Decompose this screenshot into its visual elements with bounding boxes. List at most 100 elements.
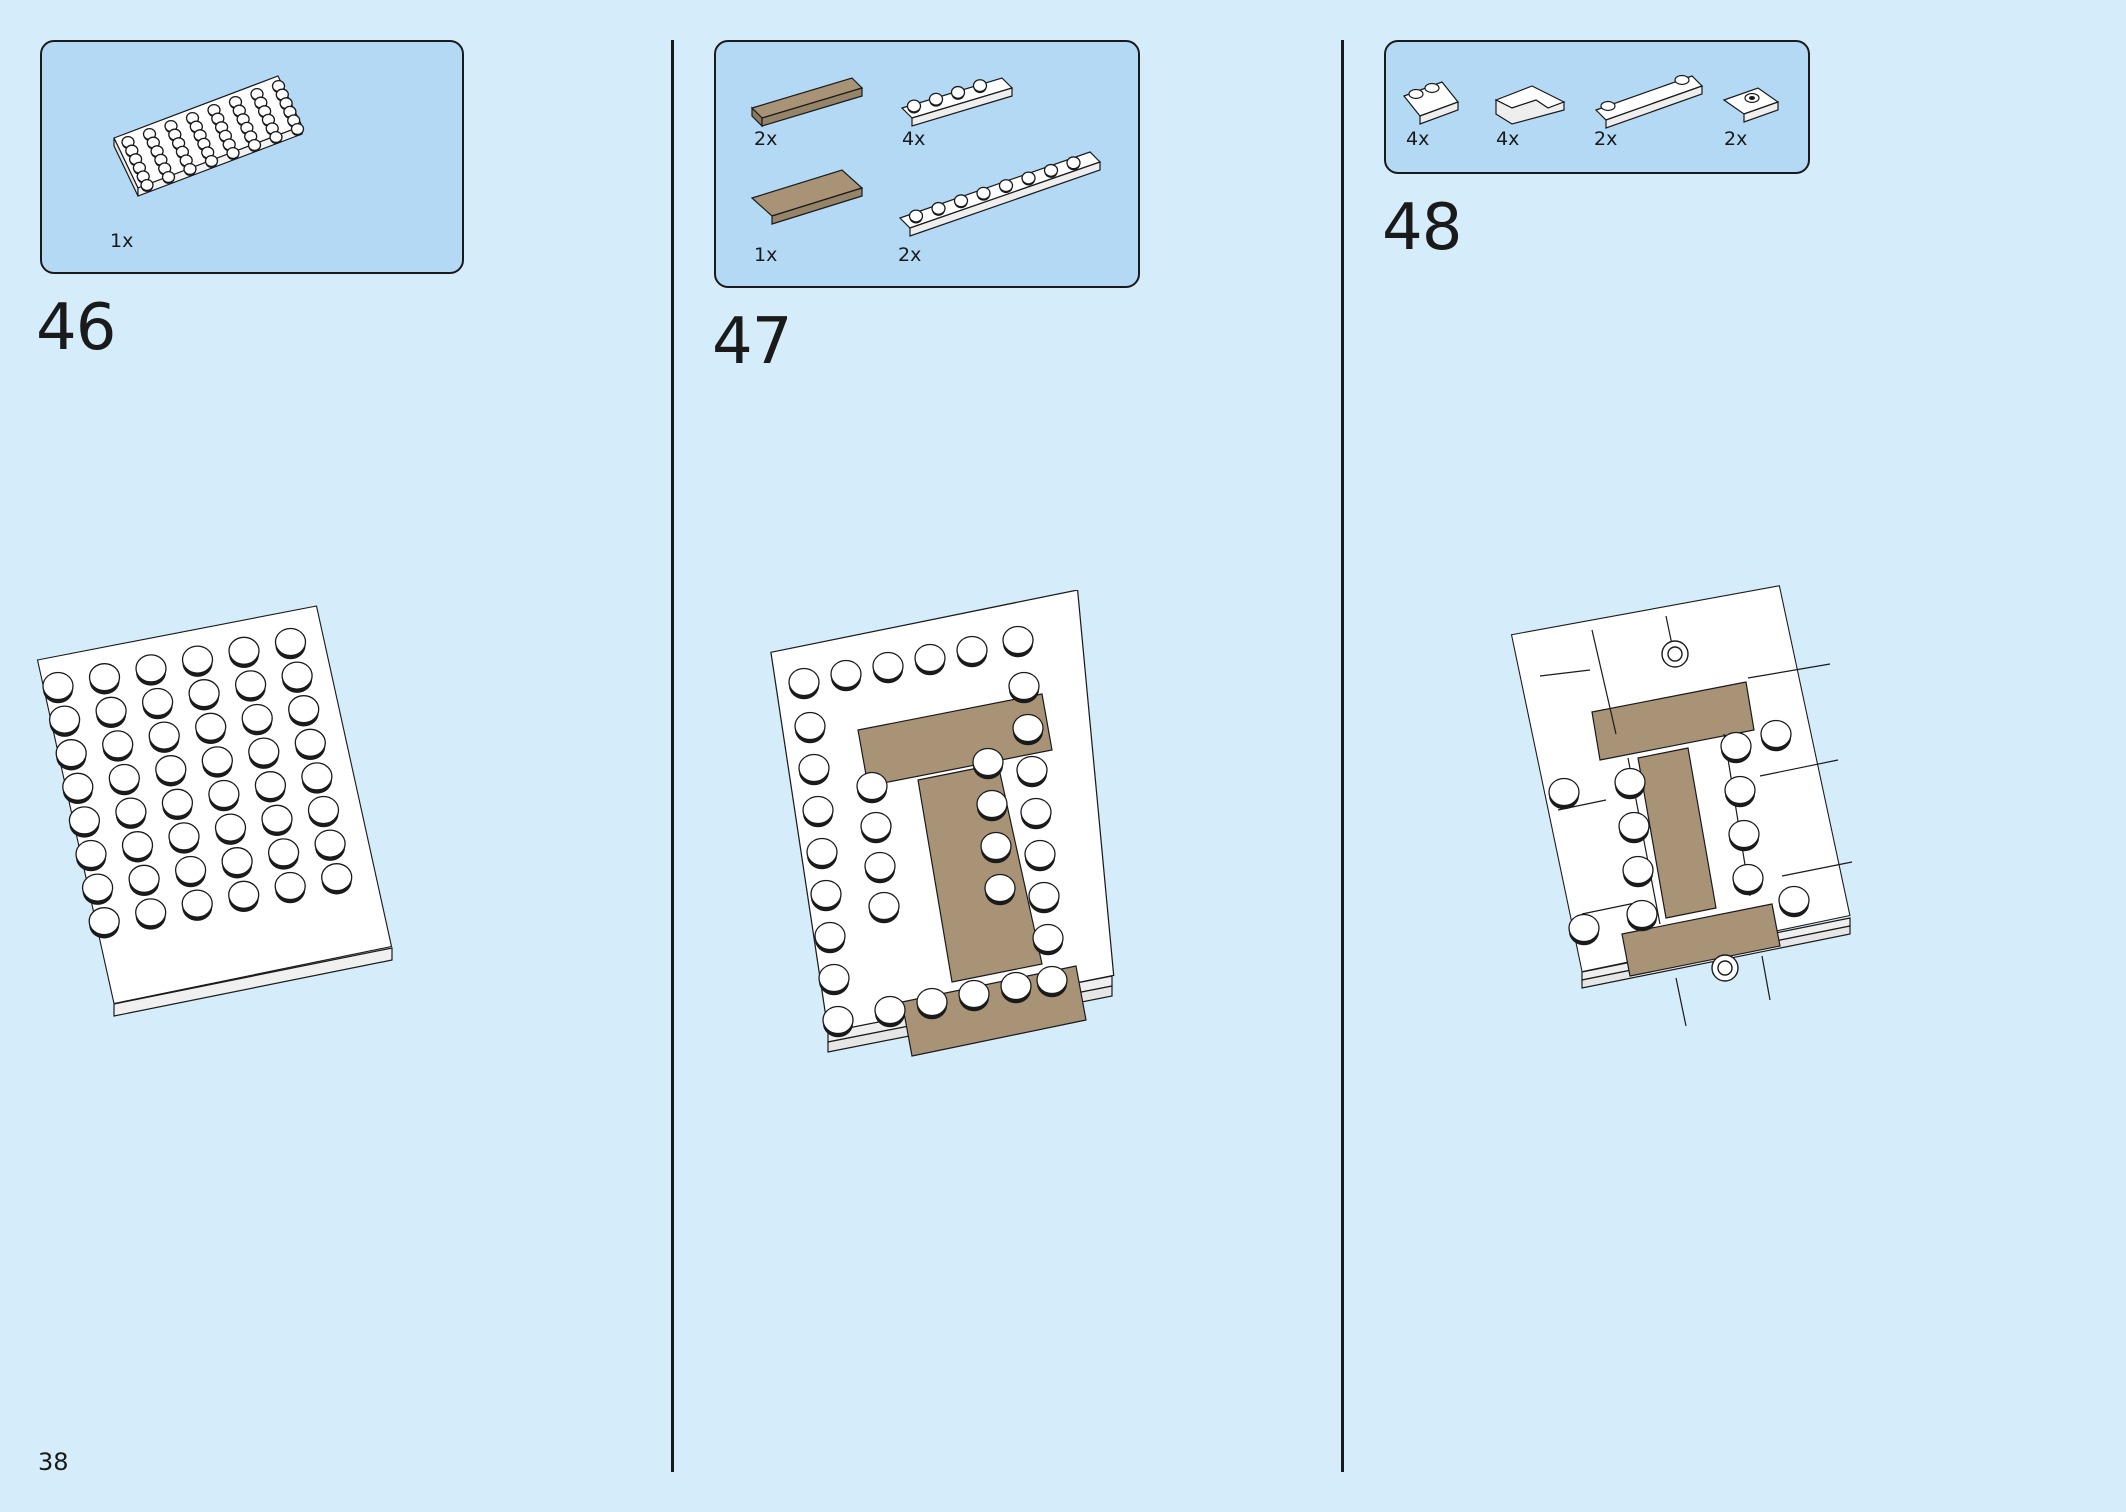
- stud: [998, 179, 1014, 194]
- stud: [274, 627, 307, 660]
- white-corner-tile-icon: [1494, 85, 1566, 125]
- stud: [1028, 881, 1060, 914]
- stud: [161, 788, 194, 821]
- stud: [872, 651, 904, 684]
- stud: [141, 687, 174, 720]
- stud: [321, 863, 353, 895]
- stud: [168, 822, 200, 854]
- stud: [1618, 811, 1650, 844]
- white-jumper-plate-icon: [1722, 87, 1780, 123]
- stud: [1724, 775, 1756, 808]
- stud: [135, 898, 167, 930]
- stud: [267, 838, 300, 870]
- stud: [62, 772, 94, 805]
- stud: [201, 746, 233, 778]
- build-step-47-illustration: [770, 590, 1115, 1057]
- stud: [972, 747, 1004, 780]
- stud: [788, 667, 820, 700]
- stud: [953, 194, 969, 209]
- column-divider: [671, 40, 674, 1472]
- stud: [976, 186, 991, 201]
- stud: [214, 813, 247, 845]
- stud: [984, 873, 1016, 906]
- stud: [916, 987, 948, 1020]
- stud: [226, 146, 240, 160]
- page-number: 38: [38, 1448, 69, 1476]
- stud: [950, 85, 966, 100]
- stud: [281, 661, 313, 693]
- stud: [204, 154, 219, 168]
- stud: [301, 762, 333, 794]
- stud: [188, 679, 220, 711]
- stud: [830, 659, 862, 692]
- stud: [1732, 863, 1764, 896]
- stud: [1043, 163, 1059, 178]
- stud: [121, 831, 154, 863]
- stud: [868, 891, 900, 924]
- stud: [307, 795, 340, 828]
- stud: [1016, 755, 1048, 788]
- stud: [1008, 671, 1040, 704]
- stud: [1728, 819, 1760, 852]
- stud: [1024, 839, 1056, 872]
- stud: [1012, 713, 1044, 746]
- stud: [1778, 885, 1810, 918]
- stud: [181, 889, 213, 921]
- part-quantity: 4x: [1496, 128, 1520, 150]
- stud: [1032, 923, 1064, 956]
- stud: [972, 79, 988, 94]
- stud: [874, 995, 906, 1028]
- tan-tile-top: [857, 693, 1053, 787]
- stud: [247, 138, 262, 152]
- step-48-parts-icons: [1403, 74, 1780, 129]
- stud: [115, 797, 147, 829]
- stud: [274, 871, 306, 904]
- stud: [806, 837, 838, 870]
- step-number-47: 47: [712, 305, 792, 379]
- stud: [794, 711, 826, 744]
- stud: [48, 705, 81, 737]
- stud: [183, 162, 197, 176]
- parts-callout-step-46: 1x: [40, 40, 464, 274]
- stud: [88, 663, 121, 695]
- stud: [221, 847, 253, 879]
- build-step-46-illustration: [36, 605, 393, 1017]
- white-1x4-plate-icon: [1594, 74, 1704, 129]
- stud: [269, 130, 283, 144]
- stud: [980, 831, 1012, 864]
- stud: [288, 695, 320, 727]
- stud: [55, 739, 87, 771]
- stud: [1720, 731, 1752, 764]
- stud: [294, 728, 326, 761]
- stud: [135, 654, 167, 686]
- stud: [155, 755, 187, 787]
- stud: [248, 737, 280, 769]
- stud: [181, 645, 214, 677]
- stud: [956, 635, 988, 668]
- stud: [976, 789, 1008, 822]
- stud: [928, 92, 944, 107]
- part-quantity: 1x: [754, 244, 778, 266]
- stud: [42, 671, 74, 704]
- stud: [810, 879, 842, 912]
- stud: [195, 712, 227, 745]
- stud: [290, 122, 305, 136]
- part-quantity: 2x: [754, 128, 778, 150]
- part-quantity: 4x: [1406, 128, 1430, 150]
- stud: [174, 855, 207, 888]
- stud: [1626, 899, 1658, 932]
- part-quantity: 2x: [1724, 128, 1748, 150]
- stud: [908, 209, 924, 224]
- stud: [906, 99, 922, 114]
- stud: [958, 979, 990, 1012]
- white-1x8-plate-icon: [898, 151, 1102, 237]
- white-6x8-plate-icon: [113, 75, 305, 197]
- step-number-46: 46: [36, 291, 116, 365]
- stud: [228, 636, 260, 669]
- stud: [1760, 719, 1792, 752]
- tan-1x4-tile-icon: [750, 77, 864, 128]
- stud: [148, 721, 180, 753]
- stud: [1021, 171, 1036, 186]
- stud: [864, 851, 896, 884]
- step-number-48: 48: [1382, 191, 1462, 265]
